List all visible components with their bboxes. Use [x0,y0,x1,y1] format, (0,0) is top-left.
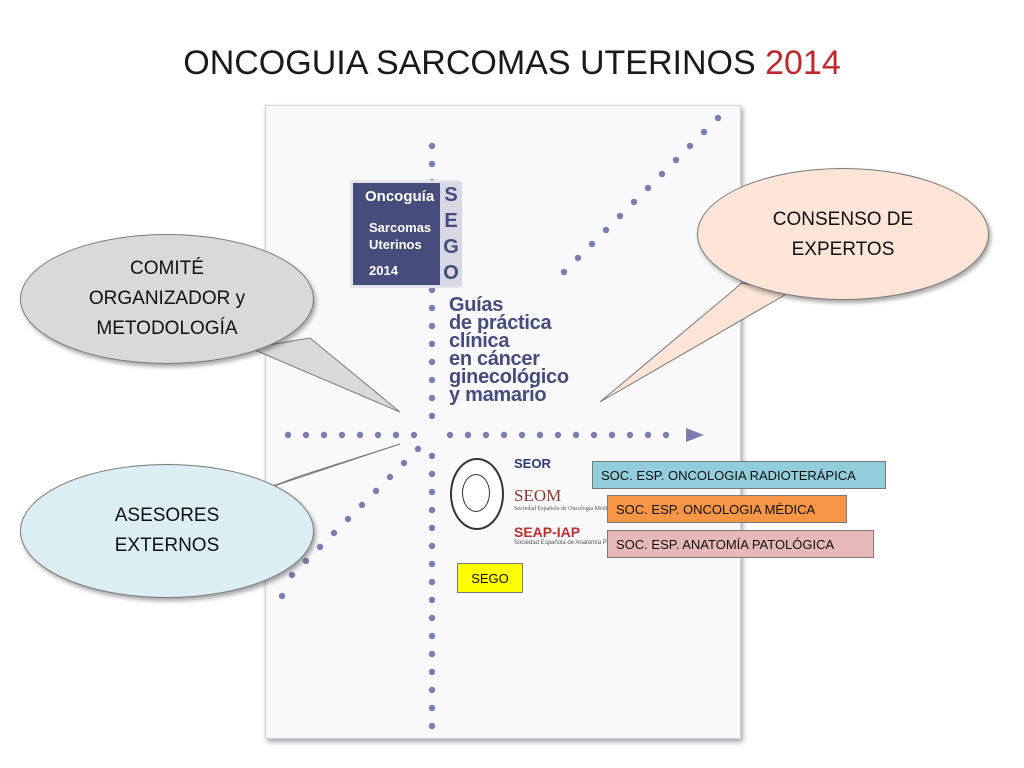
callout-line: METODOLOGÍA [96,318,238,339]
seom-logo-text: SEOM [514,486,562,505]
title-main: ONCOGUIA SARCOMAS UTERINOS [183,44,756,82]
callout-line: EXTERNOS [114,535,220,556]
logo-letter: S [444,184,458,206]
guide-subtitle: Guías de práctica clínica en cáncer gine… [449,294,569,406]
guide-line: de práctica [449,312,552,334]
seap-logo: SEAP-IAP Sociedad Española de Anatomía P… [514,524,631,547]
guide-line: Guías [449,294,504,316]
logo-year: 2014 [369,263,398,278]
callout-line: ORGANIZADOR y [88,288,246,309]
callout-consenso-expertos: CONSENSO DE EXPERTOS [697,168,989,300]
callout-asesores-externos: ASESORES EXTERNOS [20,464,314,598]
label-oncologia-radioterapica: SOC. ESP. ONCOLOGIA RADIOTERÁPICA [592,461,886,489]
logo-line-2: Uterinos [369,237,422,252]
label-sego: SEGO [457,563,523,593]
logo-sego-letters: S E G O [440,182,462,286]
guide-line: en cáncer [449,348,540,370]
logo-letter: G [443,236,459,258]
logo-subtitle: Sarcomas Uterinos [369,219,431,253]
slide-title: ONCOGUIA SARCOMAS UTERINOS 2014 [0,44,1024,83]
callout-line: CONSENSO DE [772,209,914,230]
seom-logo-subtext: Sociedad Española de Oncología Médica [514,506,613,512]
callout-line: ASESORES [114,505,220,526]
logo-title: Oncoguía [365,188,435,205]
sego-seal-logo [450,458,504,530]
label-anatomia-patologica: SOC. ESP. ANATOMÍA PATOLÓGICA [607,530,874,558]
guide-line: clínica [449,330,510,352]
seom-logo: SEOM Sociedad Española de Oncología Médi… [514,486,613,513]
seor-logo: SEOR [514,456,551,471]
label-oncologia-medica: SOC. ESP. ONCOLOGIA MÉDICA [607,495,847,523]
seap-logo-text: SEAP-IAP [514,524,581,540]
callout-comite-organizador: COMITÉ ORGANIZADOR y METODOLOGÍA [20,234,314,364]
seap-logo-subtext: Sociedad Española de Anatomía Patológica [514,540,631,546]
logo-letter: E [444,210,458,232]
guide-cover-image: Oncoguía Sarcomas Uterinos 2014 S E G O … [265,105,741,739]
guide-line: ginecológico [449,366,569,388]
logo-line-1: Sarcomas [369,220,432,235]
title-year: 2014 [765,44,841,82]
callout-line: COMITÉ [130,258,204,279]
guide-line: y mamario [449,384,547,406]
logo-letter: O [443,262,459,284]
callout-line: EXPERTOS [791,239,895,260]
